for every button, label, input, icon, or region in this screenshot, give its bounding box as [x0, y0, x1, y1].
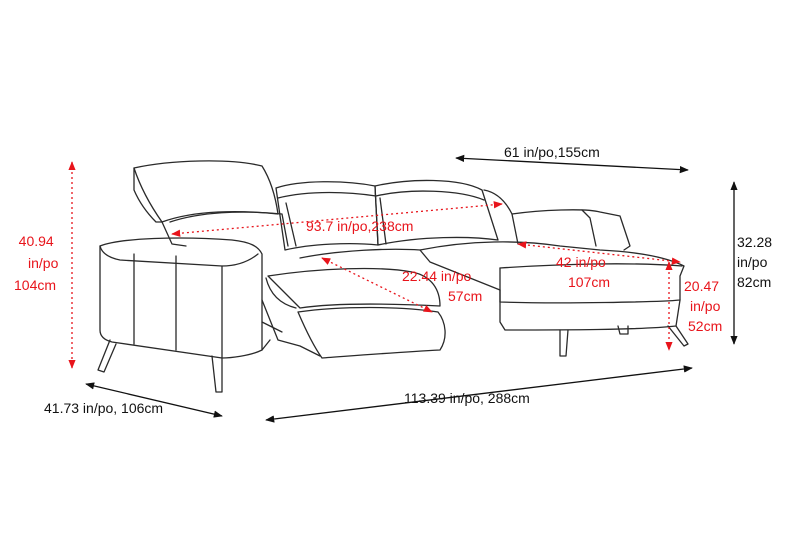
seat-depth-label: 22.44 in/po 57cm [402, 266, 482, 306]
leg-front-left [97, 339, 117, 373]
seat-width-line [171, 201, 503, 237]
headrest-front-panel [161, 221, 187, 247]
chaise-depth-value: 42 in/po [556, 254, 606, 270]
leg-front-middle [211, 355, 223, 393]
total-width-label: 113.39 in/po, 288cm [404, 390, 530, 406]
right-height-label: 32.28 in/po 82cm [737, 232, 772, 292]
back-cushion-right [374, 179, 499, 246]
chaise-arm-front [581, 209, 597, 247]
chaise-width-label: 61 in/po,155cm [504, 144, 600, 160]
left-height-unit: in/po [28, 255, 59, 271]
seat-width-label: 93.7 in/po,238cm [306, 218, 414, 234]
recliner-mechanism [261, 299, 321, 357]
left-height-label: 40.94 in/po 104cm [14, 230, 58, 296]
seat-depth-cm: 57cm [448, 288, 483, 304]
seat-depth-value: 22.44 in/po [402, 268, 472, 284]
chaise-depth-cm: 107cm [568, 274, 611, 290]
leg-chaise-back [617, 325, 629, 335]
left-height-cm: 104cm [14, 277, 57, 293]
headrest-seam [169, 211, 289, 247]
right-height-value: 32.28 [737, 234, 773, 250]
chaise-depth-line [517, 241, 681, 265]
black-dimension-lines [85, 154, 738, 423]
red-dimension-lines [68, 161, 681, 369]
back-cushion-top [277, 190, 485, 201]
total-width-line [265, 365, 693, 423]
recliner-footrest [297, 306, 446, 359]
right-height-unit: in/po [737, 254, 768, 270]
left-armrest [99, 237, 263, 359]
recliner-back-fold [265, 277, 297, 309]
seat-height-cm: 52cm [688, 318, 723, 334]
seat-height-value: 20.47 [684, 278, 720, 294]
headrest-back [133, 167, 163, 223]
chaise-back [483, 189, 519, 245]
chaise-armrest [511, 209, 631, 251]
seat-height-unit: in/po [690, 298, 721, 314]
chaise-depth-label: 42 in/po 107cm [556, 252, 610, 292]
leg-chaise-right [667, 325, 689, 347]
seat-depth-line [321, 257, 433, 313]
total-depth-line [85, 382, 223, 418]
seat-height-label: 20.47 in/po 52cm [684, 276, 722, 336]
seat-cushion-middle [299, 248, 501, 291]
right-height-cm: 82cm [737, 274, 772, 290]
chaise-width-line [455, 154, 689, 174]
left-height-value: 40.94 [18, 233, 54, 249]
left-armrest-top [99, 245, 259, 267]
left-armrest-stitch [133, 253, 177, 351]
total-depth-label: 41.73 in/po, 106cm [44, 400, 164, 416]
leg-chaise-front [559, 329, 569, 357]
